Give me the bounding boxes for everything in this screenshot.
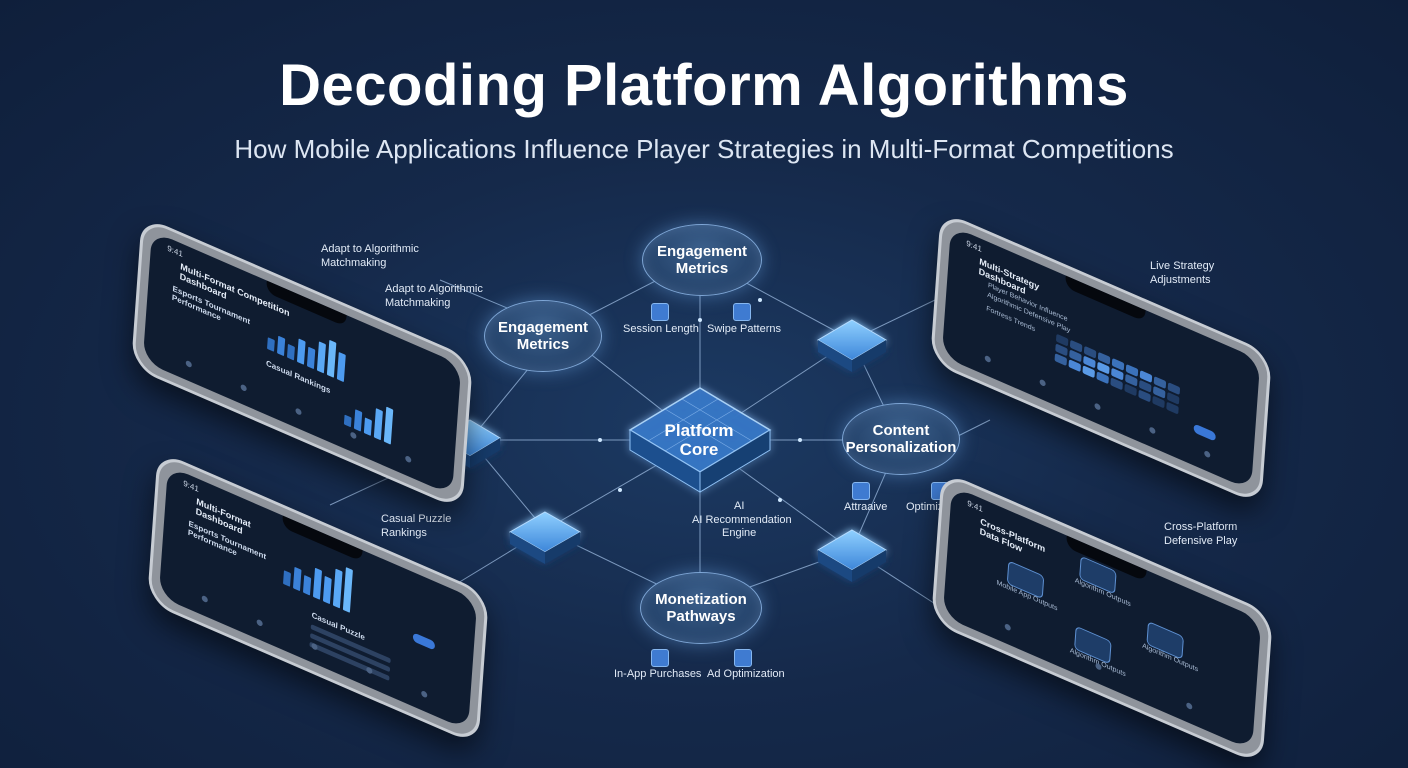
label-ai-recommendation: AI Recommendation (692, 514, 792, 526)
swipe-icon (733, 303, 751, 321)
label-adapt-2: Adapt to Algorithmic Matchmaking (385, 282, 483, 310)
platform-core-tile (628, 387, 772, 493)
node-label: Personalization (845, 439, 957, 456)
label-cross-platform: Cross-Platform Defensive Play (1164, 520, 1237, 548)
label-casual-line1: Casual Puzzle (381, 513, 452, 525)
page-title: Decoding Platform Algorithms (279, 53, 1129, 118)
cube-bottom-left (508, 511, 582, 564)
node-label: Engagement (656, 243, 747, 260)
label-live-strategy: Live Strategy Adjustments (1150, 259, 1214, 287)
label-casual-puzzle: Casual Puzzle Rankings (381, 512, 451, 540)
label-cross-line2: Defensive Play (1164, 535, 1238, 547)
attractive-icon (852, 482, 870, 500)
label-session-length: Session Length (623, 323, 699, 335)
ad-icon (734, 649, 752, 667)
node-label: Pathways (666, 608, 736, 625)
label-attractive: Attraaive (844, 501, 888, 513)
page-subtitle: How Mobile Applications Influence Player… (234, 134, 1174, 164)
phone-time: 9:41 (182, 478, 200, 495)
node-label: Engagement (497, 319, 588, 336)
label-in-app-purchases: In-App Purchases (614, 668, 702, 680)
phone-time: 9:41 (965, 238, 983, 255)
label-casual-line2: Rankings (381, 527, 427, 539)
label-adapt-1-line1: Adapt to Algorithmic (321, 243, 419, 255)
label-ai-engine: Engine (722, 527, 757, 539)
phone-time: 9:41 (966, 498, 984, 515)
node-label: Metrics (516, 336, 570, 353)
core-label-line2: Core (679, 440, 719, 459)
glow-dots (598, 298, 802, 502)
node-label: Metrics (675, 260, 729, 277)
label-cross-line1: Cross-Platform (1164, 521, 1238, 533)
label-adapt-2-line2: Matchmaking (385, 297, 451, 309)
node-label: Content (872, 422, 930, 439)
label-adapt-1: Adapt to Algorithmic Matchmaking (321, 242, 419, 270)
label-live-line2: Adjustments (1150, 274, 1211, 286)
cube-bottom-right (817, 529, 887, 582)
label-adapt-1-line2: Matchmaking (321, 257, 387, 269)
label-live-line1: Live Strategy (1150, 260, 1215, 272)
toggle-switch[interactable] (1193, 423, 1216, 442)
core-label-line1: Platform (664, 421, 734, 440)
label-ad-optimization: Ad Optimization (707, 668, 785, 680)
label-ai: AI (734, 500, 745, 512)
label-swipe-patterns: Swipe Patterns (707, 323, 781, 335)
purchase-icon (651, 649, 669, 667)
cube-top-right (817, 319, 887, 372)
user-icon (651, 303, 669, 321)
toggle-switch[interactable] (412, 632, 436, 651)
phone-time: 9:41 (166, 243, 184, 260)
node-label: Monetization (655, 591, 747, 608)
platform-core[interactable]: Platform Core (627, 388, 771, 492)
label-adapt-2-line1: Adapt to Algorithmic (385, 283, 483, 295)
